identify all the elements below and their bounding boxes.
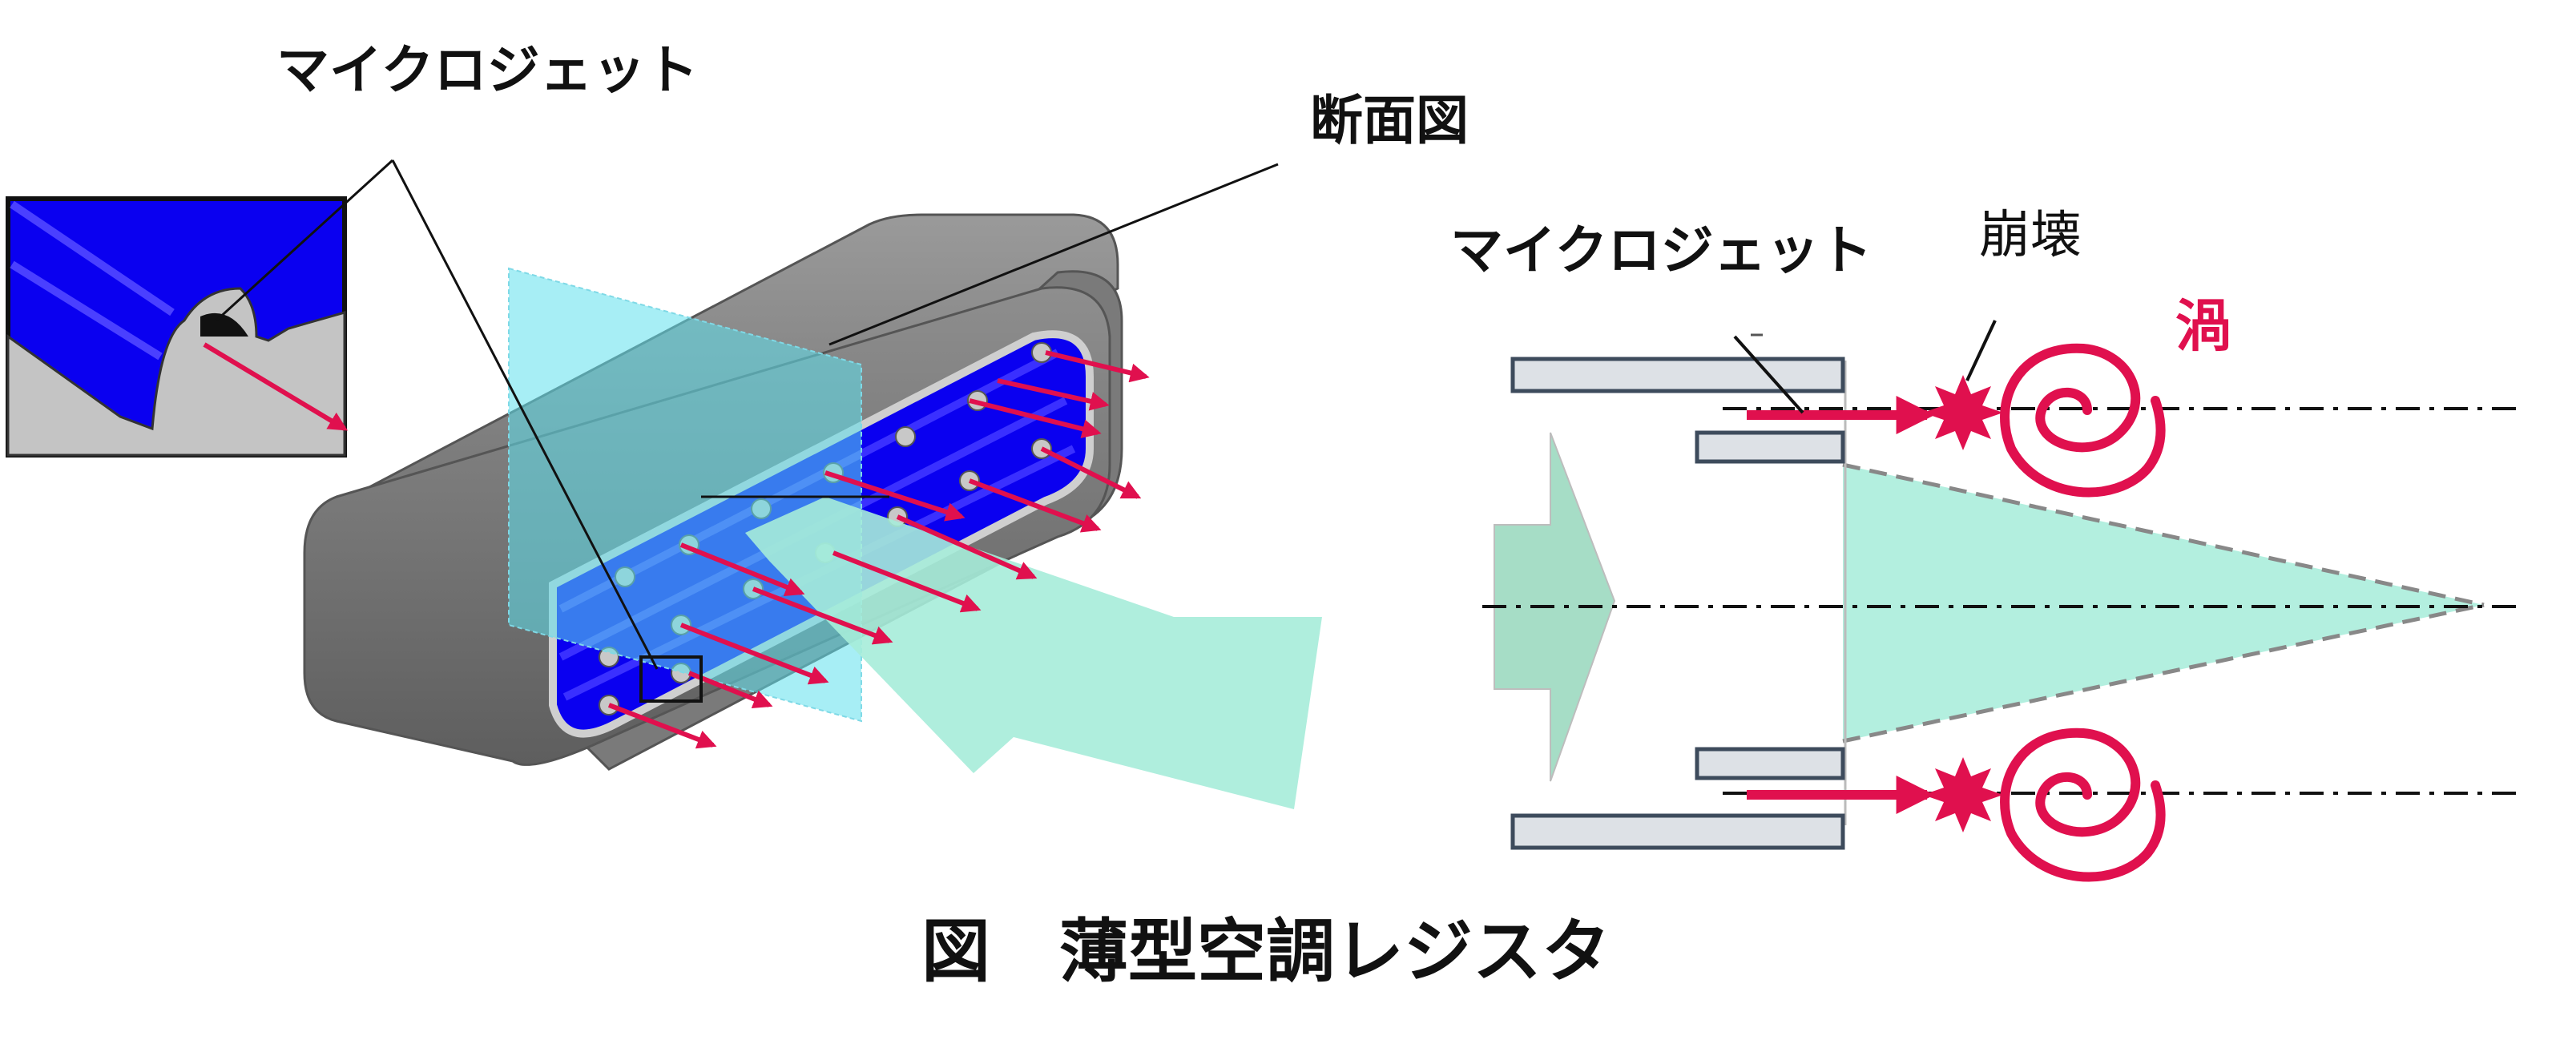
cone-edge-bottom bbox=[1842, 603, 2485, 744]
label-collapse: 崩壊 bbox=[1979, 206, 2082, 265]
collapse-burst-bottom bbox=[1923, 757, 2003, 832]
cross-section-plane bbox=[508, 267, 862, 723]
label-vortex: 渦 bbox=[2175, 293, 2231, 359]
microjet-right-leader bbox=[1733, 335, 1804, 414]
label-microjet-right: マイクロジェット bbox=[1450, 220, 1873, 281]
collapse-burst-top bbox=[1923, 375, 2003, 450]
jet-arrows-left bbox=[607, 350, 1150, 749]
nozzle-plates bbox=[1510, 357, 1845, 850]
detail-highlight-box bbox=[639, 655, 703, 703]
label-cross-section: 断面図 bbox=[1310, 90, 1469, 151]
vortex-spiral-bottom bbox=[2000, 728, 2166, 882]
figure-caption: 図 薄型空調レジスタ bbox=[921, 912, 1611, 992]
inset-detail bbox=[6, 196, 349, 458]
cone-edge-top bbox=[1842, 462, 2485, 607]
vortex-spiral-top bbox=[2000, 343, 2166, 498]
leader-lines bbox=[215, 159, 1279, 670]
jet-arrows-right bbox=[1747, 396, 1935, 814]
label-microjet-left: マイクロジェット bbox=[276, 39, 699, 101]
jet-cone bbox=[1843, 465, 2484, 741]
collapse-leader bbox=[1965, 320, 1997, 381]
